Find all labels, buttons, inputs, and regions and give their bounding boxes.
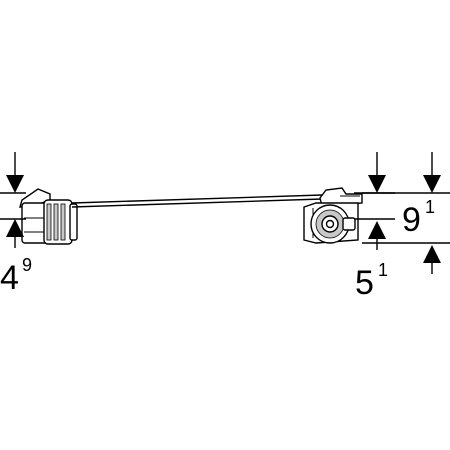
- left-offset-value: 4: [0, 259, 19, 297]
- left-fitting: [19, 188, 78, 245]
- left-offset-superscript: 9: [22, 255, 32, 275]
- right-height-superscript: 1: [425, 197, 435, 217]
- right-height-value: 9: [402, 201, 421, 239]
- dimension-right-height: [362, 152, 450, 274]
- right-offset-value: 5: [355, 264, 374, 302]
- dimension-left: [0, 152, 26, 248]
- cable: [71, 194, 323, 208]
- right-offset-superscript: 1: [378, 260, 388, 280]
- right-fitting: [303, 187, 363, 244]
